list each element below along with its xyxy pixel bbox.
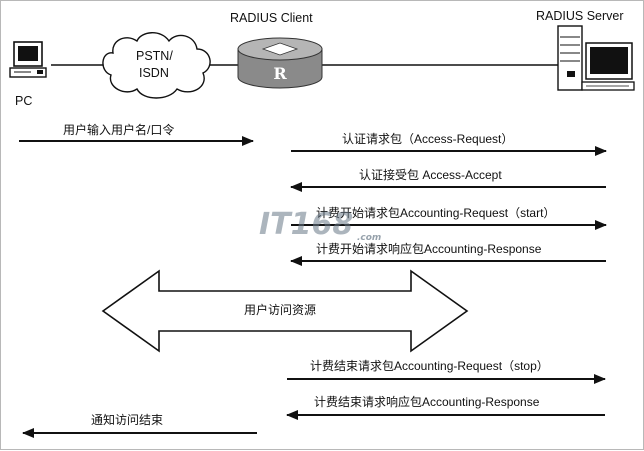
pc-label: PC [15,94,33,108]
cloud-icon [102,32,211,99]
router-icon: R [237,37,323,89]
msg-user-input: 用户输入用户名/口令 [63,123,175,137]
msg-user-access: 用户访问资源 [244,303,317,317]
pc-icon [9,41,47,78]
msg-accounting-response-2: 计费结束请求响应包Accounting-Response [314,395,540,409]
watermark-suffix: .com [357,233,382,243]
msg-accounting-stop: 计费结束请求包Accounting-Request（stop） [310,359,549,373]
msg-notify-end: 通知访问结束 [91,413,164,427]
radius-client-label: RADIUS Client [230,11,313,25]
radius-server-label: RADIUS Server [536,9,624,23]
network-label-line1: PSTN/ [136,49,173,63]
arrow-user-access [101,269,469,353]
watermark-brand: IT168 [259,207,354,242]
server-icon [557,25,635,91]
msg-access-accept: 认证接受包 Access-Accept [359,168,502,182]
msg-access-request: 认证请求包（Access-Request） [342,132,514,146]
router-glyph: R [273,64,287,83]
msg-accounting-start: 计费开始请求包Accounting-Request（start） [316,206,556,220]
network-label-line2: ISDN [139,66,169,80]
msg-accounting-response-1: 计费开始请求响应包Accounting-Response [316,242,542,256]
